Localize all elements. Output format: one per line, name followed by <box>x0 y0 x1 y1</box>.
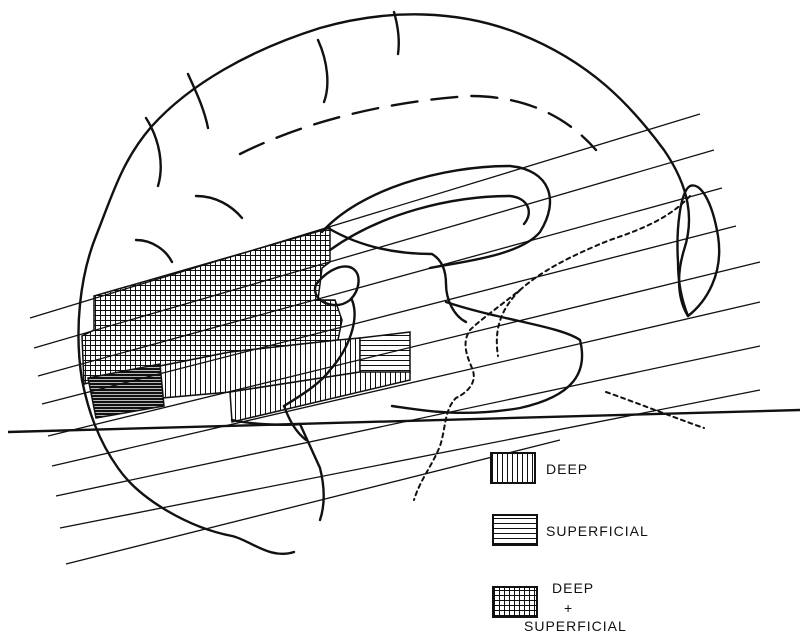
legend-label-deep: DEEP <box>546 461 588 477</box>
cerebellum-contour <box>392 302 582 413</box>
sulcus-3 <box>318 40 327 102</box>
legend-swatch-deep <box>490 452 536 484</box>
legend-label-both-line3: SUPERFICIAL <box>524 618 627 634</box>
legend-label-superficial: SUPERFICIAL <box>546 523 649 539</box>
corpus-callosum-outer <box>322 166 550 268</box>
sulcus-6 <box>136 240 172 262</box>
legend-swatch-superficial <box>492 514 538 546</box>
sulcus-1 <box>146 118 161 186</box>
sulcus-4 <box>394 12 399 54</box>
temporal-lobe-contour <box>232 420 324 520</box>
hatched-regions <box>82 228 410 422</box>
legend-label-both-line1: DEEP <box>552 580 594 596</box>
cingulate-sulcus-dashed <box>240 96 596 154</box>
legend-swatch-deep-superficial <box>492 586 538 618</box>
legend-label-both-line2: + <box>564 600 573 616</box>
sulcus-5 <box>196 196 242 218</box>
